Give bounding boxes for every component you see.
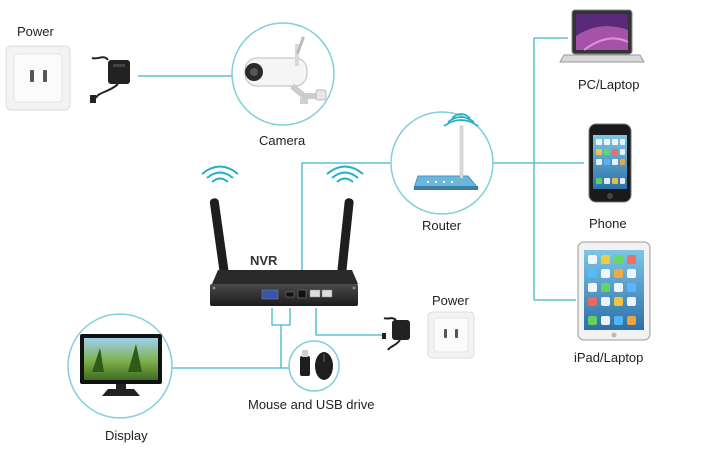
power-adapter-icon <box>90 56 130 103</box>
mouse-icon <box>315 352 333 380</box>
connector-lines <box>138 37 584 369</box>
monitor-icon <box>80 334 162 396</box>
label-camera: Camera <box>259 133 306 148</box>
camera-icon <box>244 36 327 104</box>
power-outlet-icon <box>5 45 71 111</box>
phone-icon <box>588 123 632 203</box>
label-nvr: NVR <box>250 253 278 268</box>
line-nvr-power <box>315 308 384 336</box>
power-outlet-icon <box>427 311 475 359</box>
nvr-device <box>201 165 364 306</box>
wifi-icon <box>443 113 479 127</box>
label-display: Display <box>105 428 148 443</box>
label-pc-laptop: PC/Laptop <box>578 77 640 92</box>
wifi-icon <box>201 165 364 183</box>
power-adapter-icon <box>382 317 410 351</box>
usb-drive-icon <box>300 350 310 376</box>
router-icon <box>413 125 480 190</box>
label-router: Router <box>422 218 462 233</box>
laptop-icon <box>559 9 645 63</box>
label-ipad-laptop: iPad/Laptop <box>574 350 644 365</box>
line-nvr-router <box>301 162 390 290</box>
line-nvr-display <box>271 308 291 326</box>
label-power-right: Power <box>432 293 469 308</box>
tablet-icon <box>577 241 651 341</box>
router-circle <box>390 111 494 215</box>
label-power-top: Power <box>17 24 54 39</box>
label-phone: Phone <box>589 216 627 231</box>
label-mouse-usb: Mouse and USB drive <box>248 397 375 412</box>
